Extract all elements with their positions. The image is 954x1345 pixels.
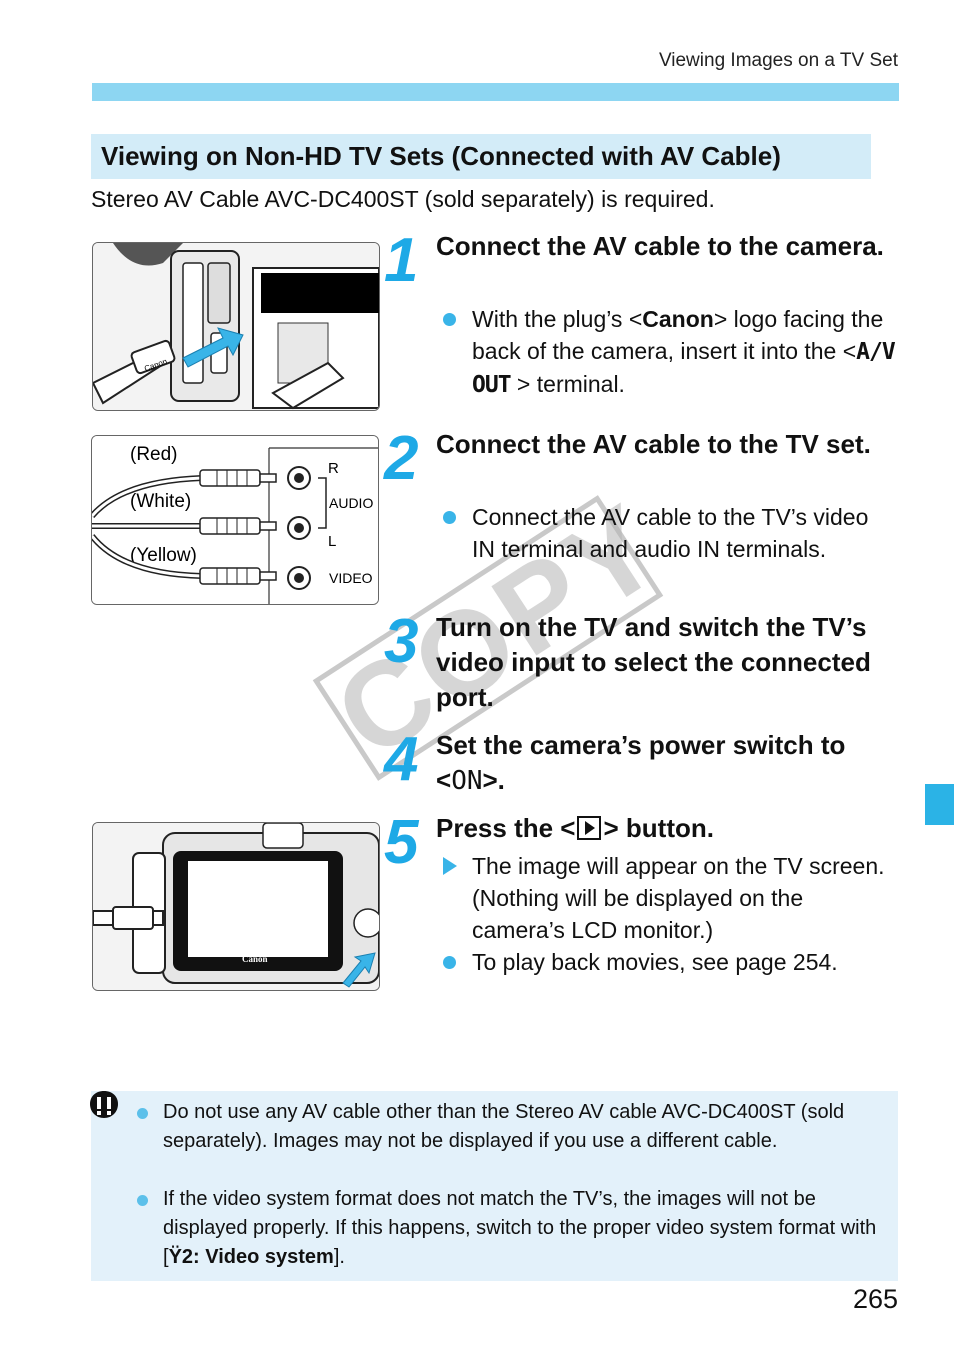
step-4-number: 4 bbox=[384, 725, 419, 794]
running-head: Viewing Images on a TV Set bbox=[658, 50, 898, 71]
label-yellow: (Yellow) bbox=[130, 545, 197, 566]
fig3-camera-logo: Canon bbox=[242, 954, 268, 964]
section-title-text: Viewing on Non-HD TV Sets (Connected wit… bbox=[101, 141, 781, 171]
caution-item-2-end: ]. bbox=[333, 1246, 345, 1268]
setup-wrench-icon: Ÿ bbox=[168, 1246, 182, 1268]
figure-camera-back: Canon bbox=[92, 822, 380, 991]
step-1-bullet-text-2: > logo facing the back of the camera, in… bbox=[472, 306, 884, 364]
label-audio: AUDIO bbox=[329, 495, 373, 511]
caution-bullet-icon-2 bbox=[137, 1195, 148, 1206]
top-color-band bbox=[92, 83, 899, 101]
step-5-result-arrow-icon bbox=[443, 857, 457, 875]
caution-item-2-text: If the video system format does not matc… bbox=[163, 1188, 877, 1268]
step-1-bullet-text-3: > terminal. bbox=[510, 371, 625, 397]
figure-camera-terminal: Canon bbox=[92, 242, 380, 411]
chapter-tab bbox=[925, 784, 954, 825]
step-2-number: 2 bbox=[384, 424, 419, 493]
page-number: 265 bbox=[852, 1284, 898, 1314]
step-1-bullet: With the plug’s <Canon> logo facing the … bbox=[472, 303, 897, 401]
section-title: Viewing on Non-HD TV Sets (Connected wit… bbox=[91, 134, 871, 179]
label-l: L bbox=[328, 533, 336, 550]
step-2-bullet-icon bbox=[443, 511, 456, 524]
step-1-bullet-text: With the plug’s < bbox=[472, 306, 643, 332]
figure-tv-terminals: (Red) (White) (Yellow) R bbox=[91, 435, 379, 605]
step-5-number: 5 bbox=[384, 808, 419, 877]
step-3-number: 3 bbox=[384, 607, 419, 676]
step-2-title: Connect the AV cable to the TV set. bbox=[436, 429, 871, 459]
av-out-terminal-icon: A/V OUT bbox=[472, 339, 896, 398]
label-r: R bbox=[328, 460, 339, 477]
label-video: VIDEO bbox=[329, 570, 373, 586]
caution-bullet-icon-1 bbox=[137, 1108, 148, 1119]
step-5-result: The image will appear on the TV screen. … bbox=[472, 853, 885, 943]
step-1-title: Connect the AV cable to the camera. bbox=[436, 231, 884, 261]
menu-video-system: 2: Video system bbox=[181, 1246, 334, 1268]
step-5-title-end: > button. bbox=[603, 813, 714, 843]
caution-icon bbox=[90, 1091, 118, 1118]
step-1-number: 1 bbox=[384, 226, 419, 295]
step-5-bullet-icon bbox=[443, 956, 456, 969]
canon-logo-text: Canon bbox=[642, 306, 714, 332]
step-4-title-text: Set the camera’s power switch to < bbox=[436, 730, 846, 795]
playback-button-icon bbox=[577, 816, 602, 840]
label-white: (White) bbox=[130, 491, 191, 512]
step-1-bullet-icon bbox=[443, 313, 456, 326]
step-5-bullet: To play back movies, see page 254. bbox=[472, 949, 838, 975]
label-red: (Red) bbox=[130, 444, 178, 465]
step-5-title-text: Press the < bbox=[436, 813, 576, 843]
caution-item-2: If the video system format does not matc… bbox=[163, 1185, 878, 1272]
step-2-bullet: Connect the AV cable to the TV’s video I… bbox=[472, 504, 869, 562]
intro-text: Stereo AV Cable AVC-DC400ST (sold separa… bbox=[91, 186, 715, 212]
step-5-title: Press the < > button. bbox=[436, 811, 901, 846]
caution-item-1: Do not use any AV cable other than the S… bbox=[163, 1101, 845, 1152]
on-switch-icon: ON bbox=[451, 766, 483, 796]
step-4-title-end: >. bbox=[482, 765, 505, 795]
caution-box: Do not use any AV cable other than the S… bbox=[90, 1091, 898, 1281]
step-3-title: Turn on the TV and switch the TV’s video… bbox=[436, 612, 871, 712]
step-4-title: Set the camera’s power switch to <ON>. bbox=[436, 728, 901, 799]
